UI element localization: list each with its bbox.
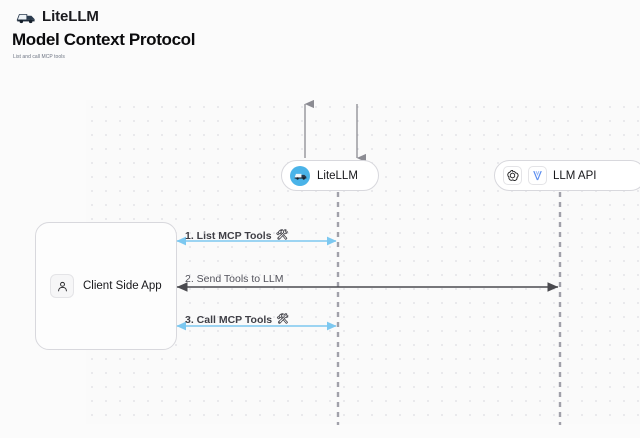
app-header: LiteLLM Model Context Protocol List and … [0,0,640,100]
brand[interactable]: LiteLLM [16,8,99,25]
node-client-label: Client Side App [83,280,162,292]
anthropic-glyph [533,171,542,181]
user-icon [50,274,74,298]
brand-label: LiteLLM [42,8,99,25]
tools-icon: 🛠 [276,314,289,325]
openai-icon [503,166,522,185]
node-llm-api-label: LLM API [553,169,597,182]
edge-label-send-tools-to-llm: 2. Send Tools to LLM [185,273,283,285]
user-glyph [57,281,67,291]
node-litellm[interactable]: LiteLLM [281,160,379,191]
edge-label-list-mcp-tools: 1. List MCP Tools 🛠 [185,230,288,242]
node-client-side-app[interactable]: Client Side App [35,222,177,350]
node-litellm-label: LiteLLM [317,169,358,182]
edge-label-3-text: 3. Call MCP Tools [185,314,273,326]
page-title: Model Context Protocol [12,30,196,49]
edge-label-1-text: 1. List MCP Tools [185,230,272,242]
litellm-avatar-icon [290,165,310,186]
client-node-content: Client Side App [36,274,162,298]
canvas-bottom-gutter [0,424,640,438]
tools-icon: 🛠 [275,230,289,241]
litellm-truck-glyph [294,173,306,180]
litellm-logo-icon [16,13,35,23]
edge-label-2-text: 2. Send Tools to LLM [185,273,284,285]
anthropic-icon [528,166,547,185]
node-llm-api[interactable]: LLM API [494,160,640,191]
edge-label-call-mcp-tools: 3. Call MCP Tools 🛠 [185,314,289,326]
openai-glyph [507,169,519,181]
page-subtitle: List and call MCP tools [13,54,65,60]
